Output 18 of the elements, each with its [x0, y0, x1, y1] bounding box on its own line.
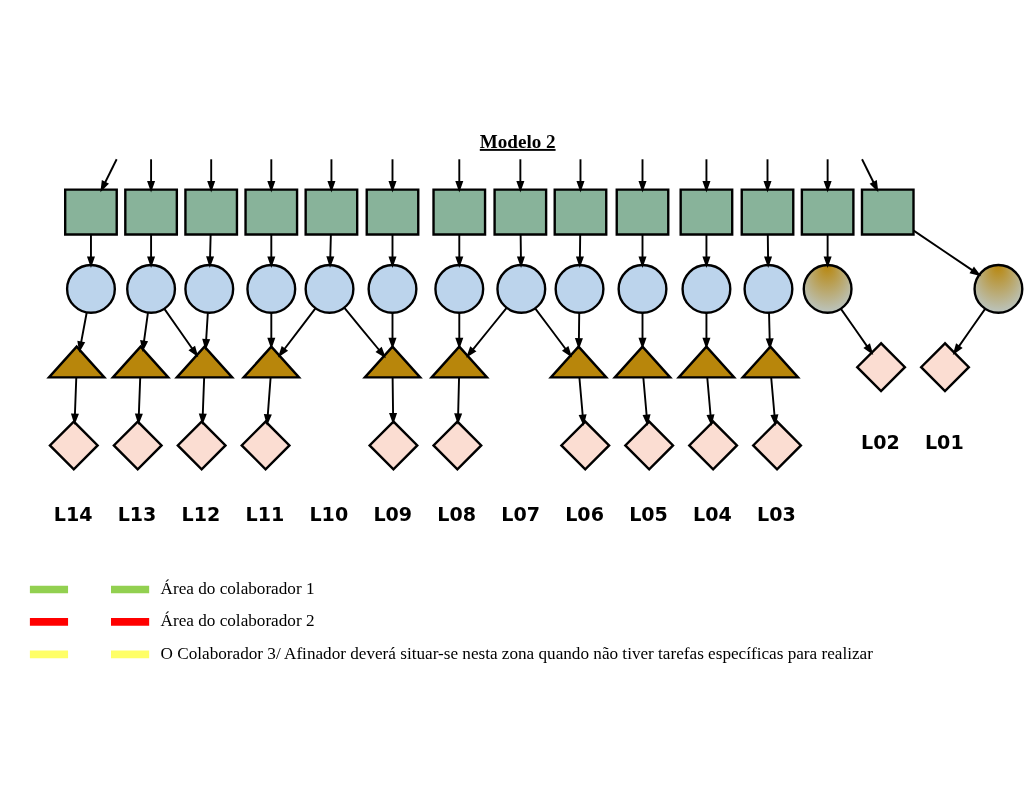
legend-label: O Colaborador 3/ Afinador deverá situar-se nesta zona quando não tiver tarefas específicas para realizar — [160, 643, 873, 663]
node-label: L04 — [693, 502, 732, 525]
node-label: L09 — [373, 502, 413, 525]
node-label: L14 — [53, 502, 93, 525]
node-label: L03 — [757, 502, 796, 525]
node-label: L02 — [861, 430, 900, 453]
legend-label: Área do colaborador 1 — [160, 578, 315, 598]
diagram-title: Modelo 2 — [479, 130, 556, 152]
node-label: L01 — [924, 430, 964, 453]
node-label: L11 — [245, 502, 285, 525]
node-label: L06 — [565, 502, 604, 525]
node-label: L05 — [629, 502, 668, 525]
node-label: L12 — [181, 502, 221, 525]
node-label: L13 — [117, 502, 157, 525]
legend-label: Área do colaborador 2 — [160, 610, 315, 630]
label: L10 — [309, 502, 349, 525]
label: L07 — [501, 502, 540, 525]
node-label: L08 — [437, 502, 477, 525]
